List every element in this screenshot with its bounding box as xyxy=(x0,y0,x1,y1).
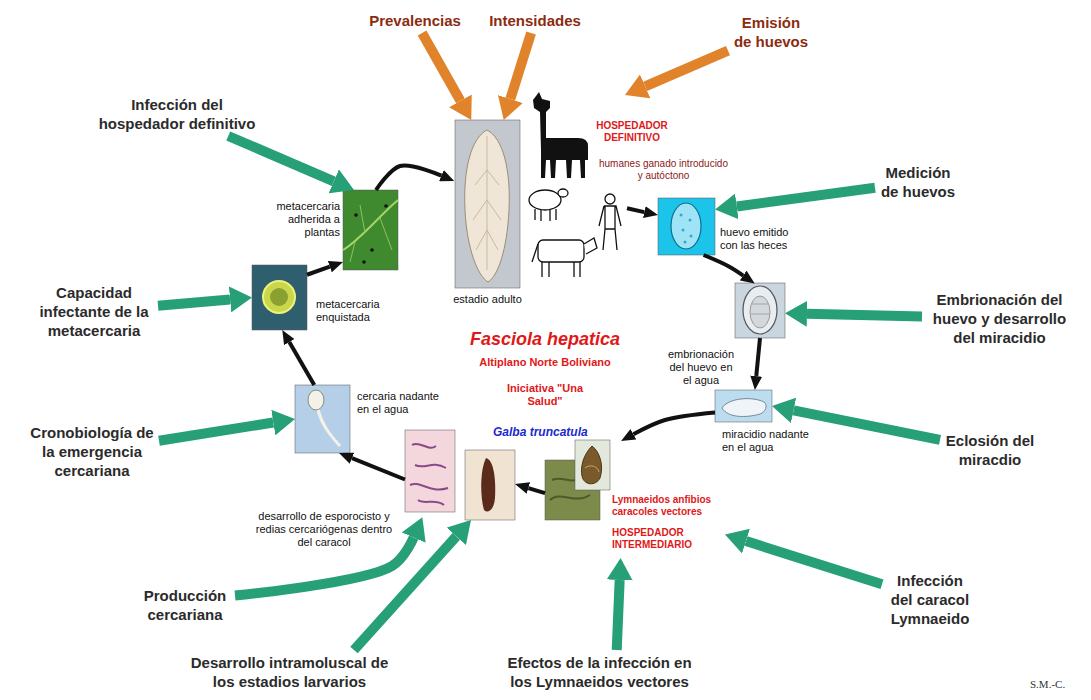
cycle-arrow xyxy=(704,255,744,276)
miracidium-picture xyxy=(715,390,772,422)
factor-text: Intensidades xyxy=(484,11,586,30)
egg-picture xyxy=(658,198,715,255)
stage-caption: metacercaria enquistada xyxy=(316,298,388,324)
factor-text: Producción cercariana xyxy=(139,586,231,624)
stage-caption: estadio adulto xyxy=(445,293,530,306)
cercaria-picture xyxy=(295,385,350,453)
factor-label: Prevalencias xyxy=(360,8,470,33)
factor-arrow xyxy=(422,33,460,101)
cycle-arrow xyxy=(528,488,545,493)
factor-label: Infección del hospedador definitivo xyxy=(87,92,267,136)
stage-box: huevo emitido con las heces xyxy=(658,198,715,255)
factor-text: Embrionación del huevo y desarrollo del … xyxy=(926,290,1073,347)
factor-arrow xyxy=(645,51,728,87)
embryonated-egg-picture xyxy=(735,283,785,338)
species-title: Fasciola hepatica xyxy=(455,328,635,350)
cycle-arrow xyxy=(756,338,760,376)
stage-caption: humanes ganado introducido y autóctono xyxy=(596,158,731,182)
stage-box: miracidio nadante en el agua xyxy=(715,390,772,422)
factor-label: Cronobiología de la emergencia cercarian… xyxy=(25,420,159,483)
cycle-arrow xyxy=(376,165,441,190)
stage-caption: huevo emitido con las heces xyxy=(720,226,792,252)
factor-arrow xyxy=(159,422,273,440)
factor-label: Intensidades xyxy=(480,8,590,33)
stage-box: metacercaria enquistada xyxy=(252,265,307,330)
factor-arrow xyxy=(617,580,620,650)
factor-arrow xyxy=(746,541,882,584)
factor-arrow xyxy=(807,314,922,317)
leaf-picture xyxy=(343,190,398,270)
author-initials: S.M.-C. xyxy=(1030,678,1085,691)
factor-arrow xyxy=(158,299,230,305)
redia-pictures xyxy=(405,430,515,520)
factor-text: Infección del hospedador definitivo xyxy=(91,95,263,133)
stage-caption: Galba truncatula xyxy=(493,425,593,439)
stage-caption: cercaria nadante en el agua xyxy=(357,390,443,416)
stage-caption: HOSPEDADOR DEFINITIVO xyxy=(590,120,674,144)
definitive-host-pictures xyxy=(529,92,621,277)
region-label: Altiplano Norte Boliviano xyxy=(455,356,635,369)
stage-caption: miracidio nadante en el agua xyxy=(722,428,814,454)
factor-arrow xyxy=(228,136,334,181)
factor-label: Infección del caracol Lymnaeido xyxy=(882,568,978,631)
stage-box: cercaria nadante en el agua xyxy=(295,385,350,453)
factor-arrow xyxy=(794,410,940,440)
stage-box: estadio adulto xyxy=(455,120,520,288)
stage-caption: embrionación del huevo en el agua xyxy=(664,348,738,387)
factor-text: Medición de huevos xyxy=(879,163,957,201)
factor-text: Prevalencias xyxy=(364,11,466,30)
factor-text: Capacidad infectante de la metacercaria xyxy=(34,283,154,340)
stage-box: Galba truncatulaLymnaeidos anfibios cara… xyxy=(545,440,725,558)
adult-fluke-picture xyxy=(455,120,520,288)
factor-label: Embrionación del huevo y desarrollo del … xyxy=(922,287,1077,350)
stage-caption: metacercaria adherida a plantas xyxy=(272,200,340,239)
factor-label: Desarrollo intramoluscal de los estadios… xyxy=(182,650,397,694)
factor-text: Cronobiología de la emergencia cercarian… xyxy=(29,423,155,480)
initiative-label: Iniciativa "Una Salud" xyxy=(500,382,590,408)
metacercaria-picture xyxy=(252,265,307,330)
stage-box: HOSPEDADOR DEFINITIVOhumanes ganado intr… xyxy=(525,95,627,280)
cycle-arrow xyxy=(352,458,405,479)
factor-text: Desarrollo intramoluscal de los estadios… xyxy=(186,653,393,691)
factor-label: Medición de huevos xyxy=(875,160,961,204)
factor-text: Infección del caracol Lymnaeido xyxy=(886,571,974,628)
factor-arrow xyxy=(737,188,875,207)
stage-box: desarrollo de esporocisto y redias cerca… xyxy=(405,430,515,520)
factor-arrow xyxy=(354,536,456,650)
factor-label: Capacidad infectante de la metacercaria xyxy=(30,280,158,343)
factor-text: Eclosión del miracdio xyxy=(944,431,1036,469)
factor-label: Efectos de la infección en los Lymnaeido… xyxy=(492,650,707,694)
stage-caption: Lymnaeidos anfibios caracoles vectores xyxy=(612,494,724,518)
cycle-arrow xyxy=(627,208,644,212)
cycle-arrow xyxy=(289,342,314,385)
snail-picture xyxy=(545,440,610,520)
factor-arrow xyxy=(510,33,531,99)
cycle-arrow xyxy=(633,412,715,434)
factor-label: Eclosión del miracdio xyxy=(940,428,1040,472)
factor-label: Emisión de huevos xyxy=(728,10,814,54)
stage-caption: HOSPEDADOR INTERMEDIARIO xyxy=(612,527,724,551)
stage-box: embrionación del huevo en el agua xyxy=(735,283,785,338)
factor-label: Producción cercariana xyxy=(135,583,235,627)
factor-text: Emisión de huevos xyxy=(732,13,810,51)
stage-box: metacercaria adherida a plantas xyxy=(343,190,398,270)
factor-text: Efectos de la infección en los Lymnaeido… xyxy=(496,653,703,691)
cycle-arrow xyxy=(307,267,330,275)
stage-caption: desarrollo de esporocisto y redias cerca… xyxy=(255,510,393,549)
